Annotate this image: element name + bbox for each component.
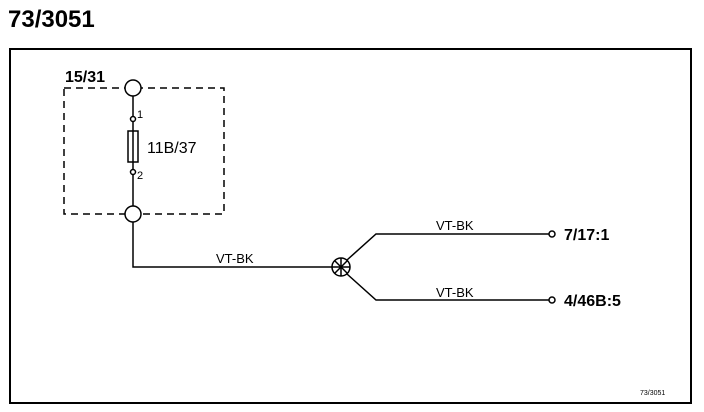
connector-bottom (124, 205, 142, 223)
pin-1-label: 1 (137, 109, 143, 121)
connector-top (124, 79, 142, 97)
terminal-upper-label: 7/17:1 (564, 227, 609, 244)
wire-lower-label: VT-BK (436, 285, 474, 300)
component-box-label: 15/31 (65, 69, 105, 86)
diagram-frame (9, 48, 692, 404)
terminal-lower-label: 4/46B:5 (564, 293, 621, 310)
terminal-upper-dot (548, 230, 556, 238)
wire-main-label: VT-BK (216, 251, 254, 266)
terminal-lower-dot (548, 296, 556, 304)
wire-upper-branch (346, 233, 549, 261)
diagram-title: 73/3051 (8, 6, 95, 33)
component-box (63, 87, 225, 215)
fuse-label: 11B/37 (147, 140, 197, 157)
wire-main (132, 222, 332, 268)
wire-upper-label: VT-BK (436, 218, 474, 233)
pin-2-label: 2 (137, 170, 143, 182)
pin-2-dot (129, 168, 137, 176)
wire-lower-branch (346, 273, 549, 301)
corner-id: 73/3051 (640, 390, 665, 397)
pin-1-dot (129, 115, 137, 123)
